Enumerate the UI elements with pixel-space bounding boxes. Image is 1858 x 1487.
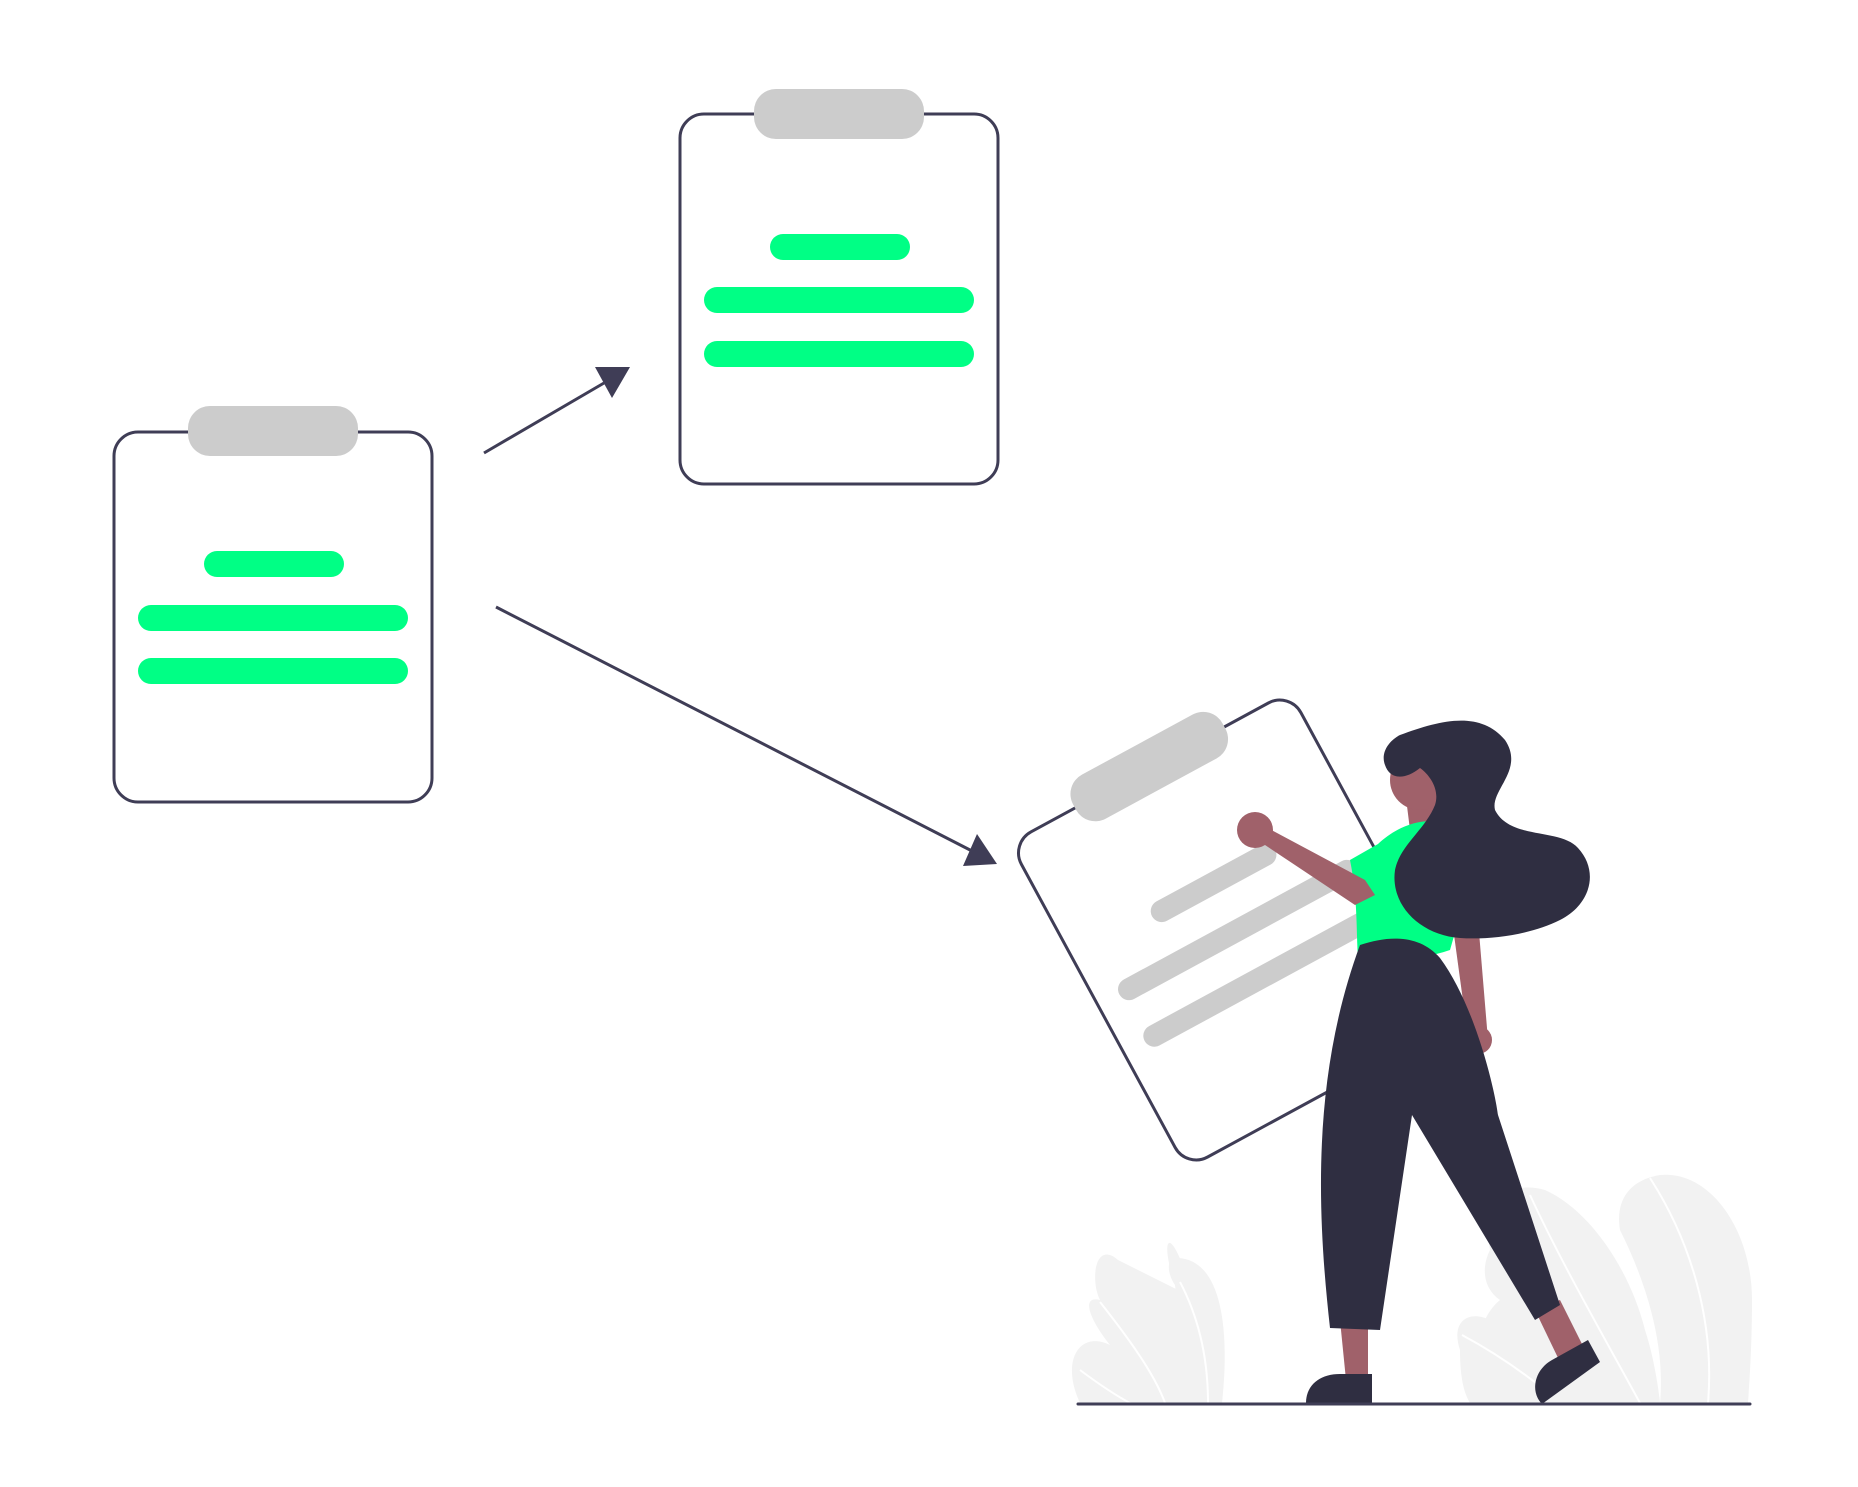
shoe	[1535, 1340, 1600, 1404]
leg	[1340, 1320, 1368, 1380]
clipboard-clip-tab	[754, 89, 924, 139]
clipboard-line	[138, 658, 408, 684]
leaf	[1168, 1257, 1225, 1403]
woman-figure	[1237, 720, 1600, 1404]
back-arm	[1452, 920, 1488, 1052]
leg	[1535, 1300, 1585, 1362]
leaf-vein	[1079, 1369, 1131, 1404]
clipboard-clip-tab	[188, 406, 358, 456]
leaf	[1619, 1174, 1752, 1403]
clipboard-line	[704, 287, 974, 313]
arrow-shaft	[483, 381, 605, 455]
leaf-vein	[1649, 1177, 1711, 1404]
clipboard-line	[1150, 843, 1277, 923]
clipboard-line	[1143, 906, 1384, 1047]
pants	[1320, 938, 1560, 1330]
front-hand	[1237, 812, 1273, 848]
source-clipboard	[112, 406, 434, 804]
clipboard-line	[704, 341, 974, 367]
hair	[1383, 720, 1590, 939]
clipboard-clip-tab	[1070, 711, 1229, 822]
arrow-shaft	[495, 605, 973, 853]
arrow-to-held	[495, 605, 997, 866]
leaf-vein	[1099, 1301, 1166, 1404]
arrow-to-copy	[483, 367, 630, 455]
leaf	[1457, 1316, 1545, 1403]
arrow-head	[595, 367, 630, 398]
copy-clipboard	[678, 89, 1000, 486]
clipboard-line	[138, 605, 408, 631]
leaf	[1071, 1242, 1208, 1403]
leaf-vein	[1179, 1281, 1209, 1404]
clipboard-line	[770, 234, 910, 260]
front-arm	[1250, 825, 1375, 905]
arrow-head	[963, 834, 997, 866]
plant-small	[1071, 1242, 1225, 1404]
clipboard-line	[204, 551, 344, 577]
clipboard-line	[1118, 859, 1358, 1001]
leaf-vein	[1529, 1194, 1641, 1404]
shoe	[1306, 1374, 1372, 1403]
